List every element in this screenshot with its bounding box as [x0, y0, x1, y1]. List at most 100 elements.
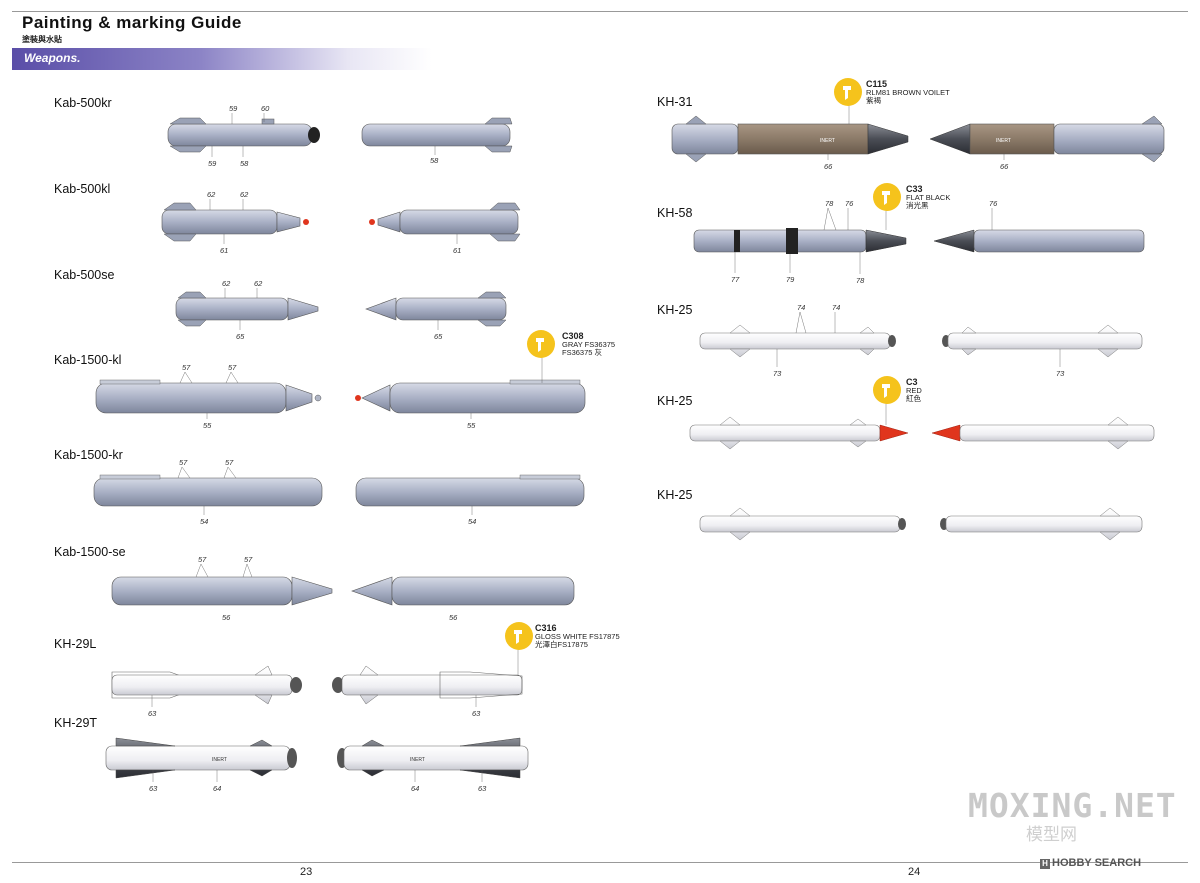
part-number: 61 [220, 246, 228, 255]
part-number: 59 [208, 159, 217, 168]
bottom-rule [12, 862, 1188, 863]
part-number: 57 [179, 458, 188, 467]
part-number: 74 [797, 303, 805, 312]
paint-name: GLOSS WHITE FS17875 [535, 631, 620, 641]
inert-stencil-kh31-right: INERT [996, 138, 1011, 144]
kab500kl-right [369, 202, 521, 242]
weapon-label-kh25-b: KH-25 [657, 394, 693, 408]
weapon-label-kh25-a: KH-25 [657, 303, 693, 317]
brand-text: HOBBY SEARCH [1052, 857, 1142, 869]
kh29t-right [337, 737, 529, 779]
part-number: 56 [222, 613, 231, 622]
paint-callout-icon [505, 622, 533, 650]
section-title: Weapons. [24, 51, 81, 65]
kh29l-left [111, 665, 302, 705]
part-number: 54 [468, 517, 476, 526]
top-rule [12, 11, 1188, 12]
page-number-left: 23 [300, 866, 313, 878]
part-number: 63 [472, 709, 481, 718]
weapon-label-kab1500kr: Kab-1500-kr [54, 448, 123, 462]
kh25b-left [689, 416, 909, 450]
kab500kr-right [361, 117, 513, 153]
kh29l-right [332, 665, 523, 705]
part-number: 60 [261, 104, 270, 113]
part-number: 66 [824, 162, 833, 171]
watermark-text: MOXING.NET [968, 786, 1177, 825]
paint-name-cn: 紫褐 [866, 96, 881, 105]
weapon-label-kh58: KH-58 [657, 206, 693, 220]
kh31-right [929, 115, 1165, 163]
part-number: 77 [731, 275, 740, 284]
inert-stencil-kh29t-left: INERT [212, 757, 227, 763]
part-number: 76 [845, 199, 854, 208]
part-number: 58 [430, 156, 439, 165]
part-number: 62 [240, 190, 249, 199]
watermark-text-cn: 模型网 [1026, 825, 1077, 844]
kab500se-left [175, 291, 319, 327]
paint-name-cn: 光澤白FS17875 [535, 640, 588, 649]
part-number: 73 [1056, 369, 1065, 378]
part-number: 55 [467, 421, 476, 430]
part-number: 78 [825, 199, 834, 208]
part-number: 57 [198, 555, 207, 564]
weapon-label-kab500kl: Kab-500kl [54, 182, 111, 196]
part-number: 78 [856, 276, 865, 285]
paint-callout-gloss-white: C316 GLOSS WHITE FS17875 光澤白FS17875 [535, 624, 620, 650]
kh25c-right [940, 507, 1143, 541]
paint-name-cn: FS36375 灰 [562, 348, 603, 357]
paint-callout-icon [834, 78, 862, 106]
part-number: 62 [207, 190, 216, 199]
kh25c-left [699, 507, 906, 541]
weapon-label-kab500se: Kab-500se [54, 268, 115, 282]
kab1500kr-left [93, 474, 323, 507]
kab500kl-left [161, 202, 309, 242]
kab1500kr-right [355, 474, 585, 507]
paint-name-cn: 消光黑 [906, 201, 929, 210]
leader-lines [151, 105, 1061, 782]
inert-stencil-kh31-left: INERT [820, 138, 835, 144]
part-number: 73 [773, 369, 782, 378]
part-number: 65 [236, 332, 245, 341]
paint-name: RLM81 BROWN VOILET [866, 87, 950, 97]
page-number-right: 24 [908, 866, 921, 878]
kh25a-left [699, 324, 896, 358]
kab1500se-left [111, 576, 333, 606]
part-number: 63 [148, 709, 157, 718]
paint-name: RED [906, 385, 922, 395]
part-number: 57 [228, 363, 237, 372]
part-number: 62 [222, 279, 231, 288]
paint-code: C3 [906, 377, 918, 387]
page-title: Painting & marking Guide [22, 13, 242, 32]
part-number: 57 [182, 363, 191, 372]
section-banner: Weapons. [12, 48, 432, 70]
weapon-label-kh29l: KH-29L [54, 637, 97, 651]
part-number: 65 [434, 332, 443, 341]
part-number: 63 [478, 784, 487, 793]
part-number: 56 [449, 613, 458, 622]
paint-code: C308 [562, 331, 584, 341]
kh58-right [933, 229, 1145, 253]
part-number: 62 [254, 279, 263, 288]
paint-callout-icon [873, 183, 901, 211]
kh25b-right [931, 416, 1155, 450]
paint-code: C33 [906, 184, 923, 194]
part-number: 63 [149, 784, 158, 793]
paint-callout-flat-black: C33 FLAT BLACK 消光黑 [906, 185, 950, 211]
part-number: 79 [786, 275, 795, 284]
kab500se-right [365, 291, 507, 327]
part-number: 54 [200, 517, 208, 526]
part-number: 64 [411, 784, 419, 793]
kh31-left [671, 115, 909, 163]
paint-name-cn: 紅色 [906, 394, 921, 403]
paint-callout-brown: C115 RLM81 BROWN VOILET 紫褐 [866, 80, 950, 106]
weapon-label-kab500kr: Kab-500kr [54, 96, 112, 110]
brand-icon: H [1040, 859, 1050, 869]
weapon-label-kh25-c: KH-25 [657, 488, 693, 502]
kh58-left [693, 228, 907, 254]
part-number: 76 [989, 199, 998, 208]
weapon-label-kh29t: KH-29T [54, 716, 98, 730]
weapon-label-kh31: KH-31 [657, 95, 693, 109]
part-number: 59 [229, 104, 238, 113]
paint-name: GRAY FS36375 [562, 339, 616, 349]
